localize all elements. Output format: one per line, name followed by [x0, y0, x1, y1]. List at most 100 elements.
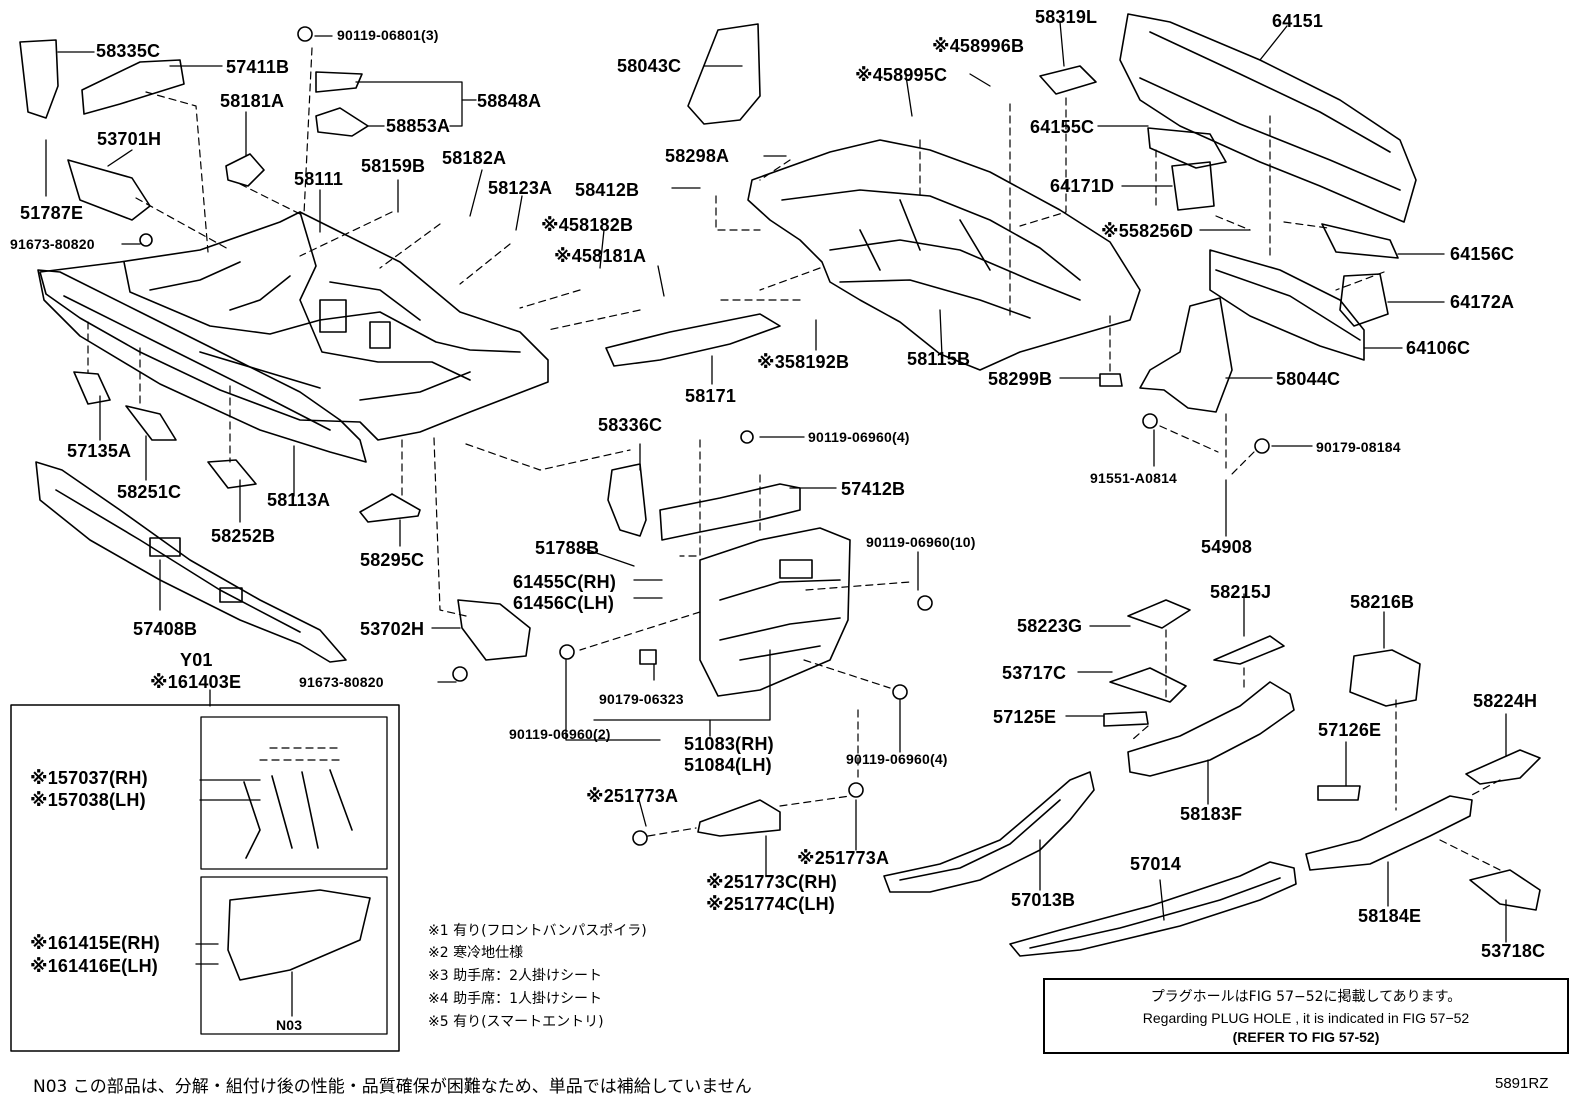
part-label-58111: 58111 — [294, 169, 344, 189]
note-2: ※2 寒冷地仕様 — [428, 945, 524, 961]
part-label-91673-80820-bottom: 91673-80820 — [299, 674, 384, 690]
part-label-51787e: 51787E — [20, 203, 84, 223]
part-label-58853a: 58853A — [386, 116, 451, 136]
part-label-58299b: 58299B — [988, 369, 1053, 389]
part-label-53702h: 53702H — [360, 619, 425, 639]
part-label-57412b: 57412B — [841, 479, 906, 499]
part-label-57037-rh: ※157037(RH) — [30, 768, 148, 788]
front-side-member — [35, 461, 347, 663]
part-label-51084-lh: 51084(LH) — [684, 755, 772, 775]
part-label-58171: 58171 — [685, 386, 737, 406]
plug-hole-ref: (REFER TO FIG 57-52) — [1232, 1029, 1380, 1045]
part-label-58252b: 58252B — [211, 526, 276, 546]
part-label-58995c: ※458995C — [855, 65, 948, 85]
rear-floor-side-member-rh — [883, 771, 1095, 893]
part-label-57126e: 57126E — [1318, 720, 1382, 740]
part-label-58184e: 58184E — [1358, 906, 1422, 926]
part-label-90119-06960-2: 90119-06960(2) — [509, 726, 611, 742]
part-label-58223g: 58223G — [1017, 616, 1083, 636]
rear-floor-pan — [747, 139, 1141, 371]
part-label-57408b: 57408B — [133, 619, 198, 639]
part-label-90119-06960-10: 90119-06960(10) — [866, 534, 976, 550]
part-label-90119-06801: 90119-06801(3) — [337, 27, 439, 43]
small-brackets — [19, 23, 1541, 911]
part-label-58256d: ※558256D — [1101, 221, 1194, 241]
part-label-58335c: 58335C — [96, 41, 161, 61]
part-label-58996b: ※458996B — [932, 36, 1025, 56]
rocker-sill — [1009, 861, 1297, 957]
alignment-lines — [87, 47, 1501, 871]
part-label-57411b: 57411B — [226, 57, 290, 77]
part-label-58848a: 58848A — [477, 91, 542, 111]
part-label-61416e-lh: ※161416E(LH) — [30, 956, 158, 976]
part-label-58113a: 58113A — [267, 490, 331, 510]
part-label-64156c: 64156C — [1450, 244, 1515, 264]
part-label-64151: 64151 — [1272, 11, 1324, 31]
part-label-61415e-rh: ※161415E(RH) — [30, 933, 160, 953]
part-label-90119-06960-4-top: 90119-06960(4) — [808, 429, 910, 445]
part-label-57038-lh: ※157038(LH) — [30, 790, 146, 810]
part-label-58412b: 58412B — [575, 180, 640, 200]
part-label-58159b: 58159B — [361, 156, 426, 176]
leader-lines — [45, 21, 1507, 1017]
figure-code: 5891RZ — [1495, 1075, 1549, 1092]
part-label-61455c-rh: 61455C(RH) — [513, 572, 617, 592]
plug-hole-reference-box: プラグホールはFIG 57−52に掲載してあります。 Regarding PLU… — [1043, 978, 1569, 1054]
footer-note: N03 この部品は、分解・組付け後の性能・品質確保が困難なため、単品では補給して… — [33, 1077, 752, 1097]
rear-panel-member — [1209, 249, 1365, 361]
part-label-58298a: 58298A — [665, 146, 730, 166]
part-label-58044c: 58044C — [1276, 369, 1341, 389]
part-label-58115b: 58115B — [907, 349, 971, 369]
dash-side-panel — [699, 527, 851, 697]
part-label-53701h: 53701H — [97, 129, 162, 149]
part-label-64155c: 64155C — [1030, 117, 1095, 137]
part-label-51773a-left: ※251773A — [586, 786, 679, 806]
plug-hole-en: Regarding PLUG HOLE , it is indicated in… — [1142, 1010, 1470, 1026]
part-label-91551-a0814: 91551-A0814 — [1090, 470, 1178, 486]
part-label-58251c: 58251C — [117, 482, 182, 502]
part-label-64171d: 64171D — [1050, 176, 1115, 196]
part-label-91673-80820-top: 91673-80820 — [10, 236, 95, 252]
part-label-58319l: 58319L — [1035, 7, 1098, 27]
part-label-57135a: 57135A — [67, 441, 132, 461]
y01-inset-frame — [10, 704, 400, 1052]
part-label-53717c: 53717C — [1002, 663, 1067, 683]
part-label-58336c: 58336C — [598, 415, 663, 435]
part-label-51083-rh: 51083(RH) — [684, 734, 774, 754]
part-label-y01: Y01 — [180, 650, 213, 670]
part-label-58182b: ※458182B — [541, 215, 634, 235]
part-label-58043c: 58043C — [617, 56, 682, 76]
part-label-53718c: 53718C — [1481, 941, 1546, 961]
part-label-57014: 57014 — [1130, 854, 1182, 874]
part-label-90119-06960-4-bottom: 90119-06960(4) — [846, 751, 948, 767]
part-label-51773a-right: ※251773A — [797, 848, 890, 868]
part-label-58182a: 58182A — [442, 148, 507, 168]
note-4: ※4 助手席：1人掛けシート — [428, 991, 603, 1007]
part-label-58215j: 58215J — [1210, 582, 1272, 602]
part-label-58295c: 58295C — [360, 550, 425, 570]
cowl-side-member — [659, 483, 801, 541]
part-label-54908: 54908 — [1201, 537, 1253, 557]
part-label-51773c-rh: ※251773C(RH) — [706, 872, 837, 892]
part-label-58181a: 58181A — [220, 91, 285, 111]
part-label-58183f: 58183F — [1180, 804, 1243, 824]
plug-hole-jp: プラグホールはFIG 57−52に掲載してあります。 — [1150, 989, 1462, 1005]
part-label-58216b: 58216B — [1350, 592, 1415, 612]
part-label-58181a-alt: ※458181A — [554, 246, 647, 266]
note-5: ※5 有り(スマートエントリ) — [428, 1014, 604, 1030]
part-label-58192b: ※358192B — [757, 352, 850, 372]
note-1: ※1 有り(フロントバンパスポイラ) — [428, 923, 647, 939]
front-cross-member — [37, 269, 367, 463]
part-label-57013b: 57013B — [1011, 890, 1076, 910]
part-label-n03: N03 — [276, 1017, 303, 1033]
note-3: ※3 助手席：2人掛けシート — [428, 968, 603, 984]
rear-floor-side-member-lh — [1127, 681, 1473, 871]
part-label-51788b: 51788B — [535, 538, 600, 558]
part-label-58224h: 58224H — [1473, 691, 1538, 711]
part-label-90179-06323: 90179-06323 — [599, 691, 684, 707]
part-label-51774c-lh: ※251774C(LH) — [706, 894, 835, 914]
part-label-57125e: 57125E — [993, 707, 1057, 727]
part-label-61456c-lh: 61456C(LH) — [513, 593, 615, 613]
